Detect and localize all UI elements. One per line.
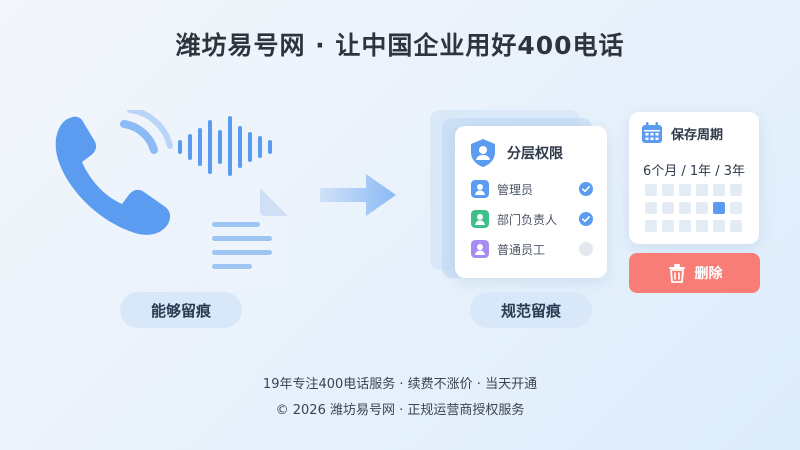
right-label-pill: 规范留痕 — [470, 292, 592, 328]
permission-label: 管理员 — [497, 182, 534, 197]
retention-period-options: 6个月 / 1年 / 3年 — [642, 164, 746, 179]
admin-avatar-icon — [471, 180, 489, 198]
document-icon — [200, 188, 288, 288]
delete-button-label: 删除 — [694, 266, 723, 282]
sound-wave-icon — [178, 116, 272, 176]
calendar-cell — [679, 220, 691, 232]
calendar-cell — [662, 184, 674, 196]
permissions-header: 分层权限 — [469, 138, 563, 168]
arrow-right-icon — [320, 174, 396, 216]
delete-button[interactable]: 删除 — [629, 253, 760, 293]
calendar-cell — [713, 184, 725, 196]
left-label-pill: 能够留痕 — [120, 292, 242, 328]
unchecked-circle-icon — [579, 242, 593, 256]
calendar-cell — [679, 202, 691, 214]
permission-row-admin: 管理员 — [471, 178, 593, 200]
permissions-card: 分层权限 管理员 部门负责人 普通员工 — [455, 126, 607, 278]
calendar-icon — [642, 122, 662, 143]
calendar-cell — [730, 202, 742, 214]
calendar-cell — [679, 184, 691, 196]
calendar-cell — [662, 220, 674, 232]
permissions-title: 分层权限 — [507, 146, 563, 162]
footer-copyright: © 2026 潍坊易号网 · 正规运营商授权服务 — [275, 403, 525, 418]
footer-features: 19年专注400电话服务 · 续费不涨价 · 当天开通 — [262, 377, 538, 392]
page-title: 潍坊易号网 · 让中国企业用好400电话 — [175, 31, 625, 60]
calendar-cell — [645, 220, 657, 232]
retention-card: 保存周期 6个月 / 1年 / 3年 — [629, 112, 759, 244]
trash-icon — [668, 264, 685, 283]
retention-title: 保存周期 — [671, 127, 724, 143]
shield-user-icon — [471, 139, 495, 167]
permission-row-staff: 普通员工 — [471, 238, 593, 260]
permission-label: 部门负责人 — [497, 212, 558, 227]
calendar-cell — [730, 184, 742, 196]
permission-label: 普通员工 — [497, 242, 546, 257]
phone-icon — [55, 110, 173, 235]
manager-avatar-icon — [471, 210, 489, 228]
permission-row-manager: 部门负责人 — [471, 208, 593, 230]
calendar-cell — [696, 202, 708, 214]
check-icon — [579, 212, 593, 226]
calendar-cell — [645, 202, 657, 214]
calendar-cell — [645, 184, 657, 196]
calendar-cell-selected — [713, 202, 725, 214]
check-icon — [579, 182, 593, 196]
retention-header: 保存周期 — [641, 122, 723, 144]
calendar-cell — [713, 220, 725, 232]
calendar-cell — [662, 202, 674, 214]
staff-avatar-icon — [471, 240, 489, 258]
calendar-cell — [730, 220, 742, 232]
calendar-cell — [696, 220, 708, 232]
calendar-cell — [696, 184, 708, 196]
